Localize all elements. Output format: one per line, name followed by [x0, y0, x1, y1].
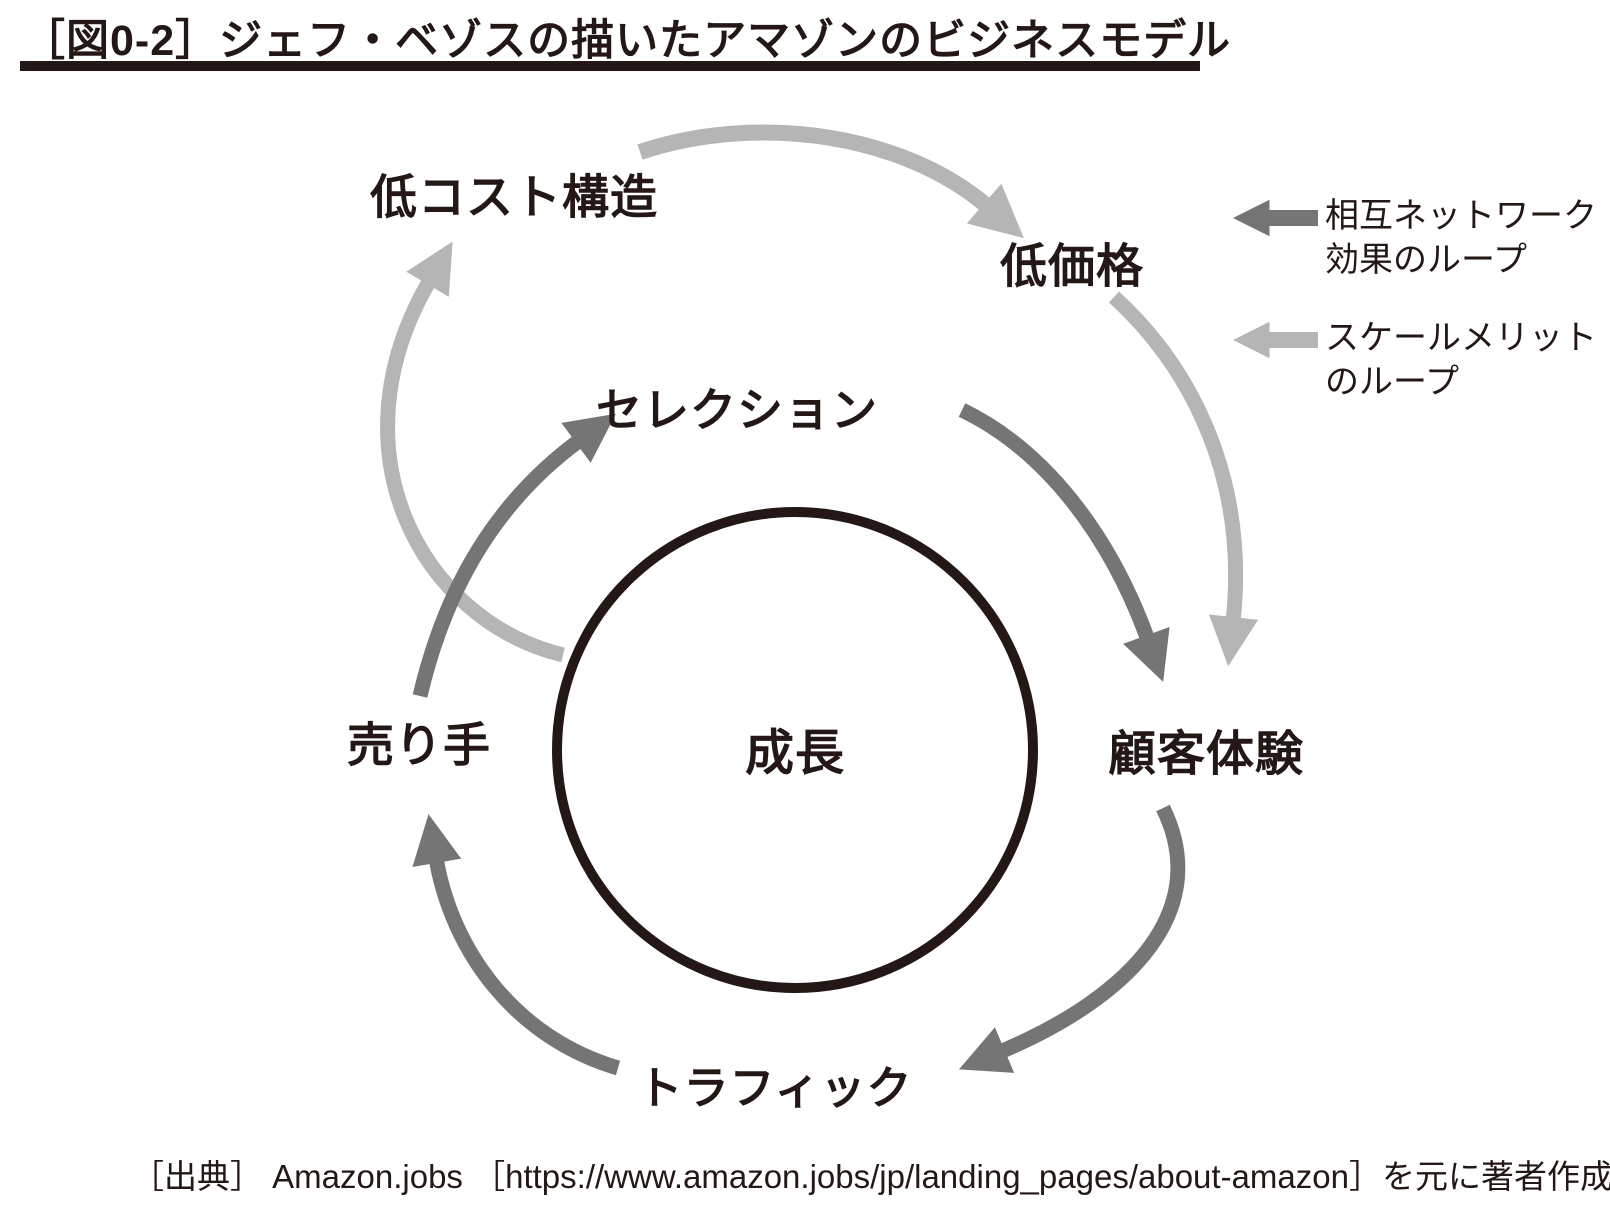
legend-scale-merit-label: スケールメリット のループ: [1325, 316, 1597, 404]
node-selection: セレクション: [596, 384, 878, 436]
growth-circle: [552, 507, 1038, 993]
title-underline: [20, 61, 1200, 71]
arrow-low-price-to-customer-experience: [1108, 291, 1259, 667]
arrow-low-cost-to-low-price: [637, 124, 1024, 239]
node-traffic: トラフィック: [637, 1062, 913, 1114]
node-growth: 成長: [744, 726, 846, 781]
source-note: ［出典］ Amazon.jobs ［https://www.amazon.job…: [131, 1158, 1610, 1195]
arrow-traffic-to-sellers: [412, 814, 621, 1076]
legend-scale-merit-line2: のループ: [1325, 363, 1459, 401]
node-sellers: 売り手: [347, 718, 491, 772]
legend-scale-merit-line1: スケールメリット: [1325, 319, 1597, 357]
legend-network-effect-label: 相互ネットワーク 効果のループ: [1325, 194, 1597, 282]
figure-title: ［図0-2］ジェフ・ベゾスの描いたアマゾンのビジネスモデル: [22, 17, 1232, 65]
arrow-customer-experience-to-traffic: [958, 804, 1186, 1073]
node-low-cost-structure: 低コスト構造: [370, 170, 658, 224]
arrow-sellers-to-selection: [412, 413, 616, 698]
node-customer-experience: 顧客体験: [1107, 728, 1305, 781]
legend-network-effect-line1: 相互ネットワーク: [1325, 197, 1597, 235]
legend-network-effect-line2: 効果のループ: [1325, 241, 1527, 279]
node-low-price: 低価格: [1000, 239, 1144, 293]
arrow-selection-to-customer-experience: [958, 403, 1170, 682]
arrow-growth-to-low-cost: [380, 241, 565, 663]
